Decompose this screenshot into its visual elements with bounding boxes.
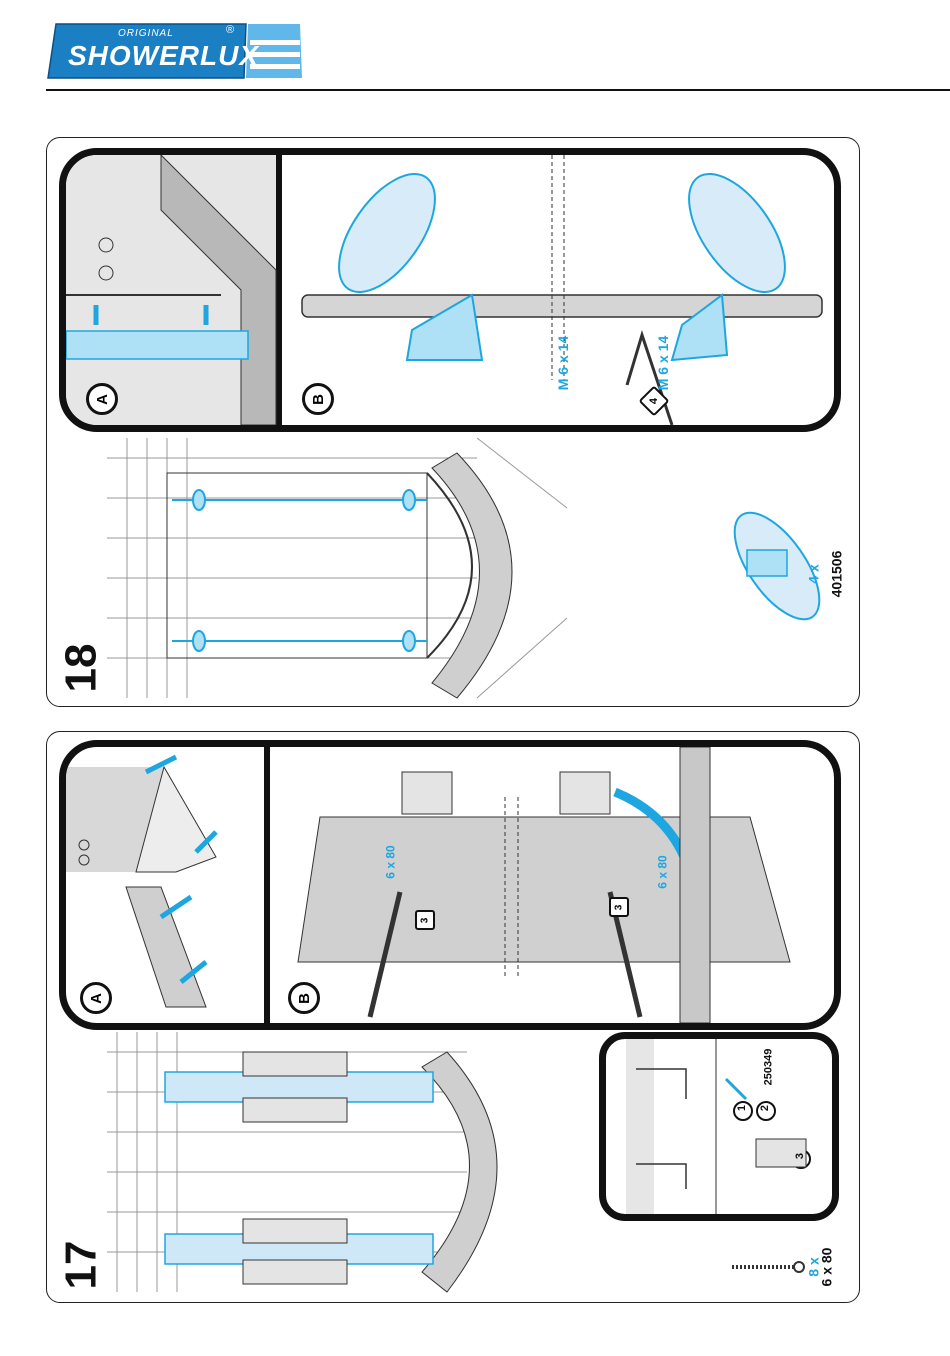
screw-label-2: 6 x 80 [656,855,670,888]
detail-a-label: A [80,982,112,1014]
brand-name: SHOWERLUX [68,40,259,72]
header-rule [46,89,950,91]
inset-step-2: 2 [759,1105,771,1111]
detail-b-illustration [270,747,830,1023]
screw-label-2: M 6 x 14 [655,336,671,390]
inset-illustration [606,1039,832,1214]
detail-a-label: A [86,383,118,415]
driver-size-2: 3 [609,897,629,917]
brand-logo: ORIGINAL ® SHOWERLUX [46,22,306,80]
part-quantity: 4 x [806,564,822,583]
step-17-detail-frame: A B 6 x 80 6 x 80 3 3 [59,740,841,1030]
detail-b-label: B [288,982,320,1014]
brand-original: ORIGINAL [118,28,174,39]
brand-registered: ® [226,24,234,36]
inset-part-number: 250349 [762,1049,774,1086]
screw-icon [732,1262,804,1272]
step-17-inset-frame: 250349 1 2 3 [599,1032,839,1221]
screw-label-1: M 6 x 14 [555,336,571,390]
inset-step-1: 1 [736,1105,748,1111]
step-17-panel: 17 8 x 6 x 80 [46,731,860,1303]
step-18-panel: 18 [46,137,860,707]
screw-label-1: 6 x 80 [384,845,398,878]
step-18-detail-frame: A B M 6 x 14 M 6 x 14 4 [59,148,841,432]
detail-b-label: B [302,383,334,415]
part-size: 6 x 80 [818,1248,834,1287]
part-number: 401506 [828,551,844,598]
inset-step-3: 3 [794,1153,806,1159]
driver-size-1: 3 [415,910,435,930]
